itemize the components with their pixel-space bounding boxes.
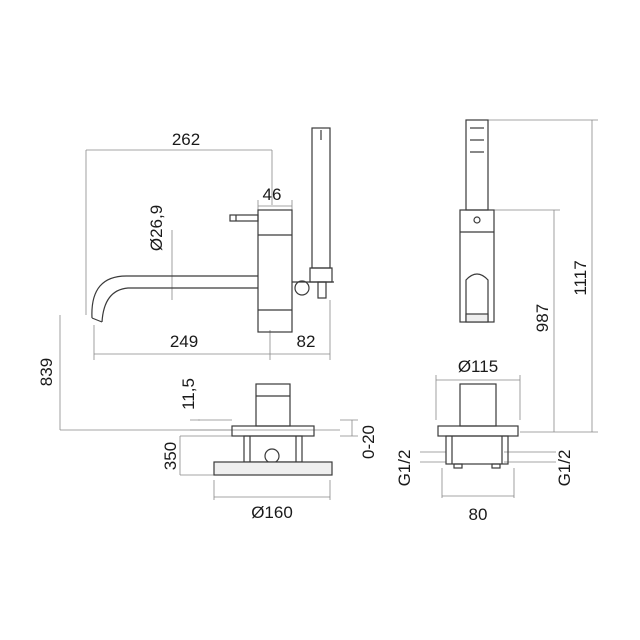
dim-350: 350 <box>161 442 180 470</box>
dim-1117: 1117 <box>571 260 590 295</box>
dim-0-20: 0-20 <box>359 425 378 459</box>
dim-82: 82 <box>297 332 316 351</box>
front-view-upper <box>459 119 598 432</box>
dim-g12-right: G1/2 <box>555 450 574 487</box>
side-view-lower <box>59 315 358 500</box>
dim-987: 987 <box>533 304 552 332</box>
dim-249: 249 <box>170 332 198 351</box>
dim-11-5: 11,5 <box>179 378 198 410</box>
front-view-lower <box>420 375 598 498</box>
dim-46: 46 <box>263 185 282 204</box>
dim-diameter-26-9: Ø26,9 <box>147 205 166 251</box>
side-view-upper <box>85 127 334 360</box>
dim-g12-left: G1/2 <box>395 450 414 487</box>
dim-diameter-115: Ø115 <box>458 357 498 376</box>
dim-80: 80 <box>469 505 488 524</box>
dim-262: 262 <box>172 130 200 149</box>
dim-839: 839 <box>37 358 56 386</box>
dim-diameter-160: Ø160 <box>251 503 293 522</box>
